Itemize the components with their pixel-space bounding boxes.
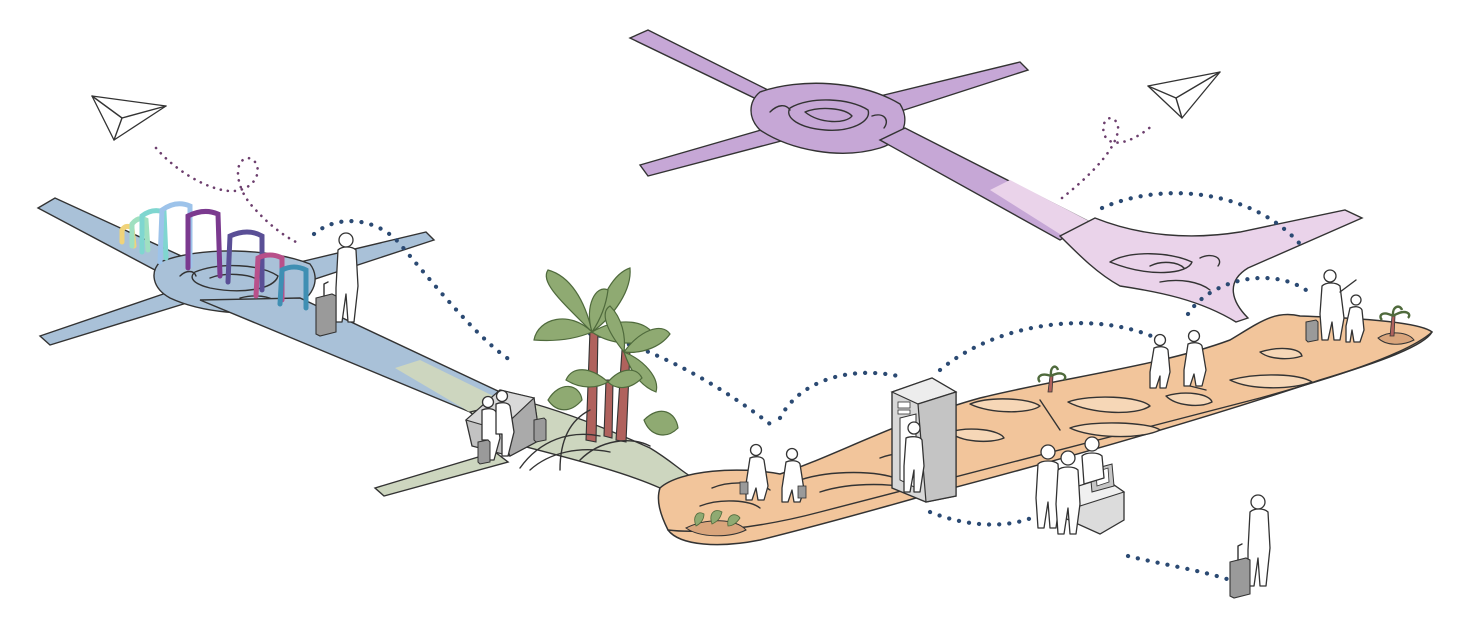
purple-concourse-arm-left-bottom [638,127,787,177]
luggage-icon [477,439,491,465]
palm-tree-icon [685,510,747,537]
luggage-icon [739,481,749,495]
traveler-pair-upper [1149,329,1207,389]
luggage-icon [1229,543,1251,599]
scanned-traveler [903,421,925,493]
flow-path-8 [1125,553,1233,583]
luggage-icon [1305,319,1319,343]
sage-lower-arm [373,451,510,497]
blue-concourse-arm-lower [38,289,192,346]
blue-concourse-arm-right [298,231,436,281]
paper-plane-icon [1147,71,1221,119]
luggage-icon [797,485,807,499]
purple-hub-floor-pattern [769,99,888,131]
platform-seating-pods [699,347,1313,509]
flow-path-2 [557,327,773,427]
purple-junction-hub [750,82,906,154]
departing-traveler [1247,494,1271,587]
traveler-with-luggage [335,232,359,323]
passenger-flow-paths [311,191,1309,583]
luggage-icon [315,281,337,337]
colorful-arches-sculpture [119,201,309,311]
traveler-group-right [1319,269,1365,343]
arch-steel [277,264,309,311]
people [315,232,1365,599]
peach-platform-edge [667,331,1433,532]
palm-leaves [533,267,679,436]
purple-lower-junction [1058,209,1364,323]
flight-path-left [154,146,298,244]
arch-violet [185,208,223,279]
purple-concourse [628,29,1364,323]
arch-mint [129,216,151,253]
arch-magenta [253,252,285,303]
arch-sky [157,201,193,269]
palm-tree-icon [1377,305,1415,345]
ground-ferns [519,409,651,471]
flow-path-1 [311,219,513,363]
flow-path-4 [937,321,1163,373]
purple-concourse-arm-right-top [878,61,1030,113]
purple-lower-floor-pattern [1109,253,1221,291]
luggage-icon [533,417,547,443]
palm-tree-icon [1037,365,1067,393]
palm-garden [519,267,679,471]
seated-people [481,389,515,461]
arch-indigo [225,229,265,293]
security-scanner-icon [890,377,958,503]
check-in-group [1035,436,1105,535]
flight-path-right [1060,116,1156,200]
flow-path-7 [927,509,1039,527]
paper-plane-icon [91,95,167,141]
blue-concourse [36,197,530,497]
flow-path-3 [777,370,901,421]
